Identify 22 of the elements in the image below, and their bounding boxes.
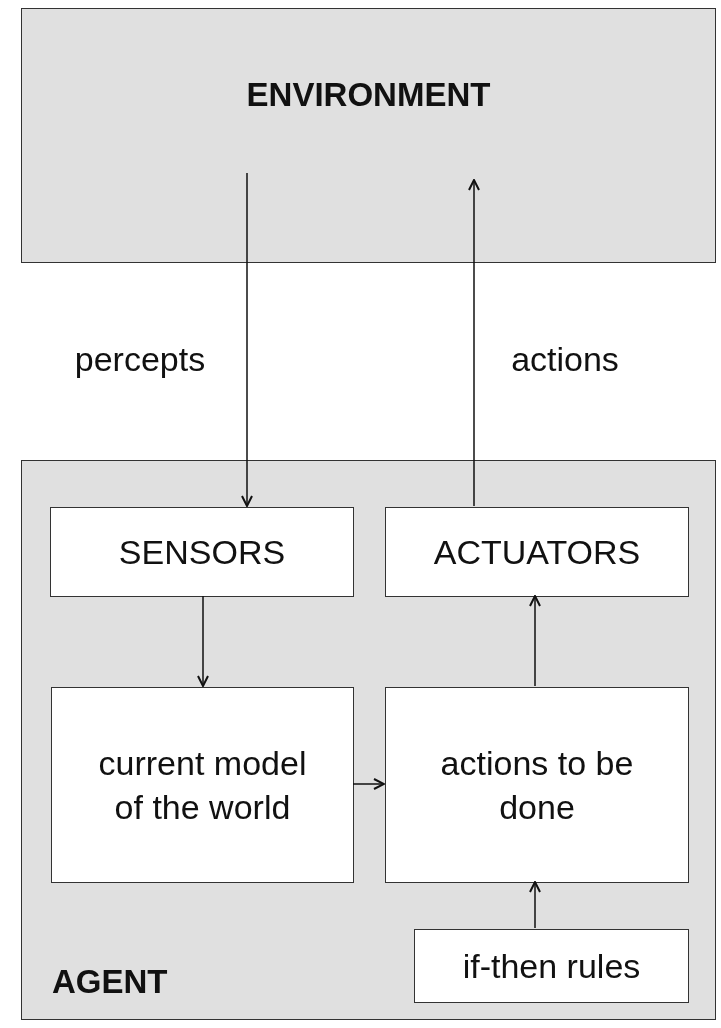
edge-label: actions bbox=[510, 340, 620, 379]
arrow bbox=[468, 179, 480, 507]
box-label: ACTUATORS bbox=[433, 531, 641, 573]
panel-heading: ENVIRONMENT bbox=[245, 76, 492, 114]
panel-box bbox=[21, 8, 716, 263]
box-label: actions to be done bbox=[439, 742, 635, 828]
process-box bbox=[414, 929, 689, 1003]
box-label: if-then rules bbox=[462, 945, 641, 987]
edge-label: percepts bbox=[73, 340, 207, 379]
panel-box bbox=[21, 460, 716, 1020]
process-box bbox=[50, 507, 354, 597]
arrow bbox=[197, 595, 209, 687]
process-box bbox=[51, 687, 354, 883]
panel-heading: AGENT bbox=[52, 963, 168, 1001]
process-box bbox=[385, 507, 689, 597]
arrow bbox=[529, 595, 541, 687]
box-label: SENSORS bbox=[118, 531, 286, 573]
arrow bbox=[529, 881, 541, 929]
arrow bbox=[352, 778, 385, 790]
process-box bbox=[385, 687, 689, 883]
arrow bbox=[241, 172, 253, 507]
box-label: current model of the world bbox=[97, 742, 308, 828]
